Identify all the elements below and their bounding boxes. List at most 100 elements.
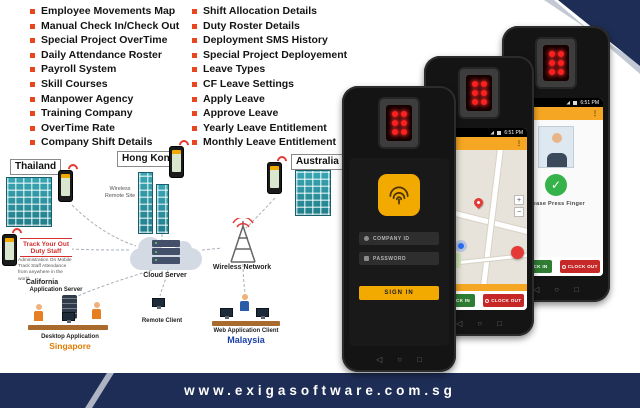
clock-icon bbox=[485, 298, 490, 303]
bullet-icon bbox=[192, 52, 197, 58]
mobile-device-track-icon bbox=[2, 225, 25, 266]
clock-out-button[interactable]: CLOCK OUT bbox=[559, 260, 600, 273]
bullet-icon bbox=[30, 52, 35, 58]
mobile-device-hongkong-icon bbox=[169, 137, 192, 178]
desk-icon bbox=[212, 321, 280, 326]
scanner-led-window bbox=[466, 75, 492, 111]
nav-home-icon[interactable]: ○ bbox=[397, 355, 403, 364]
map-pin-icon[interactable] bbox=[472, 196, 486, 209]
label-track-duty: Track Your Out Duty Staff bbox=[20, 238, 72, 257]
feature-label: Yearly Leave Entitlement bbox=[203, 121, 327, 134]
label-thailand: Thailand bbox=[10, 159, 62, 175]
clock-in-label: CLOCK IN bbox=[522, 264, 548, 269]
led-icon bbox=[548, 69, 555, 75]
feature-item: Shift Allocation Details bbox=[192, 6, 347, 17]
bullet-icon bbox=[30, 67, 35, 73]
feature-label: Shift Allocation Details bbox=[203, 5, 317, 17]
label-australia: Australia bbox=[291, 154, 344, 170]
nav-back-icon[interactable]: ◁ bbox=[456, 319, 463, 328]
thumbs-up-icon: ✓ bbox=[545, 174, 567, 196]
mini-phone-screen bbox=[172, 150, 181, 172]
nav-home-icon[interactable]: ○ bbox=[554, 285, 560, 294]
label-wireless-remote-site: Wireless Remote Site bbox=[104, 186, 136, 200]
menu-icon[interactable]: ⋮ bbox=[592, 111, 598, 117]
fingerprint-icon bbox=[389, 186, 409, 205]
note-admin: Administration On Mobile Track Staff Att… bbox=[18, 258, 72, 282]
android-nav-bar: ◁ ○ □ bbox=[342, 354, 456, 366]
feature-label: CF Leave Settings bbox=[203, 77, 295, 90]
zoom-out-button[interactable]: − bbox=[514, 206, 524, 217]
battery-icon bbox=[497, 130, 502, 135]
feature-label: OverTime Rate bbox=[41, 121, 115, 134]
employee-photo bbox=[538, 126, 574, 168]
label-remote-client: Remote Client bbox=[141, 318, 183, 324]
bullet-icon bbox=[30, 9, 35, 14]
feature-list-left: Employee Movements Map Manual Check In/C… bbox=[30, 6, 179, 152]
handheld-device-login: COMPANY ID PASSWORD SIGN IN ◁ ○ □ bbox=[342, 86, 456, 372]
building-australia-icon bbox=[295, 170, 331, 216]
feature-item: Training Company bbox=[30, 108, 179, 119]
desk-icon bbox=[28, 325, 108, 330]
feature-label: Daily Attendance Roster bbox=[41, 48, 162, 61]
fingerprint-scanner-module bbox=[535, 37, 577, 89]
feature-item: Monthly Leave Entitlement bbox=[192, 137, 347, 148]
sos-fab-button[interactable] bbox=[511, 245, 524, 259]
building-thailand-icon bbox=[6, 177, 52, 227]
label-california: California bbox=[25, 279, 59, 286]
company-id-placeholder: COMPANY ID bbox=[373, 235, 410, 242]
fingerprint-scanner-module bbox=[378, 97, 420, 149]
nav-home-icon[interactable]: ○ bbox=[477, 319, 483, 328]
person-icon bbox=[34, 304, 43, 321]
login-screen: COMPANY ID PASSWORD SIGN IN bbox=[349, 158, 449, 346]
nav-recent-icon[interactable]: □ bbox=[417, 355, 422, 364]
led-icon bbox=[480, 81, 487, 87]
bullet-icon bbox=[192, 67, 197, 73]
bullet-icon bbox=[192, 81, 197, 87]
feature-item: Deployment SMS History bbox=[192, 35, 347, 46]
feature-item: Payroll System bbox=[30, 64, 179, 75]
status-bar: 6:51 PM bbox=[509, 98, 603, 107]
clock-out-button[interactable]: CLOCK OUT bbox=[482, 294, 524, 307]
bullet-icon bbox=[30, 96, 35, 102]
feature-item: Manpower Agency bbox=[30, 92, 179, 105]
company-id-field[interactable]: COMPANY ID bbox=[359, 232, 439, 245]
nav-recent-icon[interactable]: □ bbox=[497, 319, 502, 328]
monitor-icon bbox=[256, 308, 269, 319]
bullet-icon bbox=[30, 140, 35, 146]
led-icon bbox=[480, 99, 487, 105]
led-icon bbox=[557, 69, 564, 75]
press-finger-prompt: Please Press Finger bbox=[527, 201, 585, 207]
user-icon bbox=[364, 236, 369, 241]
password-field[interactable]: PASSWORD bbox=[359, 252, 439, 265]
nav-back-icon[interactable]: ◁ bbox=[376, 355, 383, 364]
bullet-icon bbox=[192, 125, 197, 131]
feature-label: Manpower Agency bbox=[41, 92, 134, 105]
clock-out-label: CLOCK OUT bbox=[567, 264, 598, 269]
label-malaysia: Malaysia bbox=[227, 335, 265, 345]
label-application-server: Application Server bbox=[29, 287, 83, 293]
sign-in-button[interactable]: SIGN IN bbox=[359, 286, 439, 300]
feature-item: Daily Attendance Roster bbox=[30, 48, 179, 61]
led-icon bbox=[471, 99, 478, 105]
feature-item: Special Project OverTime bbox=[30, 35, 179, 46]
cloud-server-icon bbox=[130, 226, 202, 272]
clock-in-label: CLOCK IN bbox=[445, 298, 470, 303]
bullet-icon bbox=[192, 38, 197, 44]
nav-back-icon[interactable]: ◁ bbox=[533, 285, 540, 294]
signal-icon bbox=[566, 100, 571, 105]
menu-icon[interactable]: ⋮ bbox=[516, 141, 522, 147]
feature-label: Employee Movements Map bbox=[41, 5, 176, 17]
feature-item: OverTime Rate bbox=[30, 121, 179, 134]
bullet-icon bbox=[30, 81, 35, 87]
feature-label: Special Project Deployement bbox=[203, 48, 348, 61]
feature-item: Yearly Leave Entitlement bbox=[192, 121, 347, 134]
mini-phone-screen bbox=[5, 238, 14, 260]
nav-recent-icon[interactable]: □ bbox=[574, 285, 579, 294]
website-url[interactable]: www.exigasoftware.com.sg bbox=[184, 383, 456, 398]
feature-item: Apply Leave bbox=[192, 93, 347, 105]
feature-label: Duty Roster Details bbox=[203, 19, 300, 32]
led-icon bbox=[548, 60, 555, 66]
scanner-led-window bbox=[386, 105, 412, 141]
zoom-in-button[interactable]: + bbox=[514, 194, 524, 205]
password-placeholder: PASSWORD bbox=[373, 255, 407, 262]
